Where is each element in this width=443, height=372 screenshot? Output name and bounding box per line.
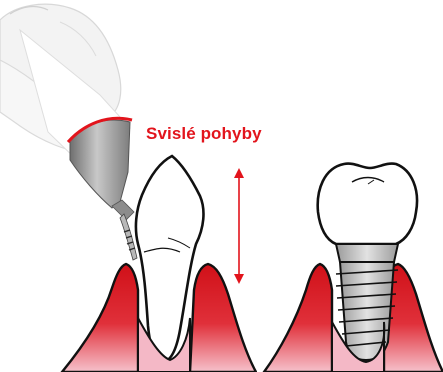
gum-left-inner [190,264,256,372]
implant-abutment [336,244,398,262]
panel-divider [257,250,262,372]
implant-crown [318,164,417,244]
vertical-movement-caption: Svislé pohyby [146,124,262,144]
vertical-motion-arrow-icon [234,168,244,284]
gum-right-outer [264,264,332,372]
gum-left-outer [62,264,138,372]
natural-tooth-group [62,156,256,372]
implant-group [264,164,443,372]
